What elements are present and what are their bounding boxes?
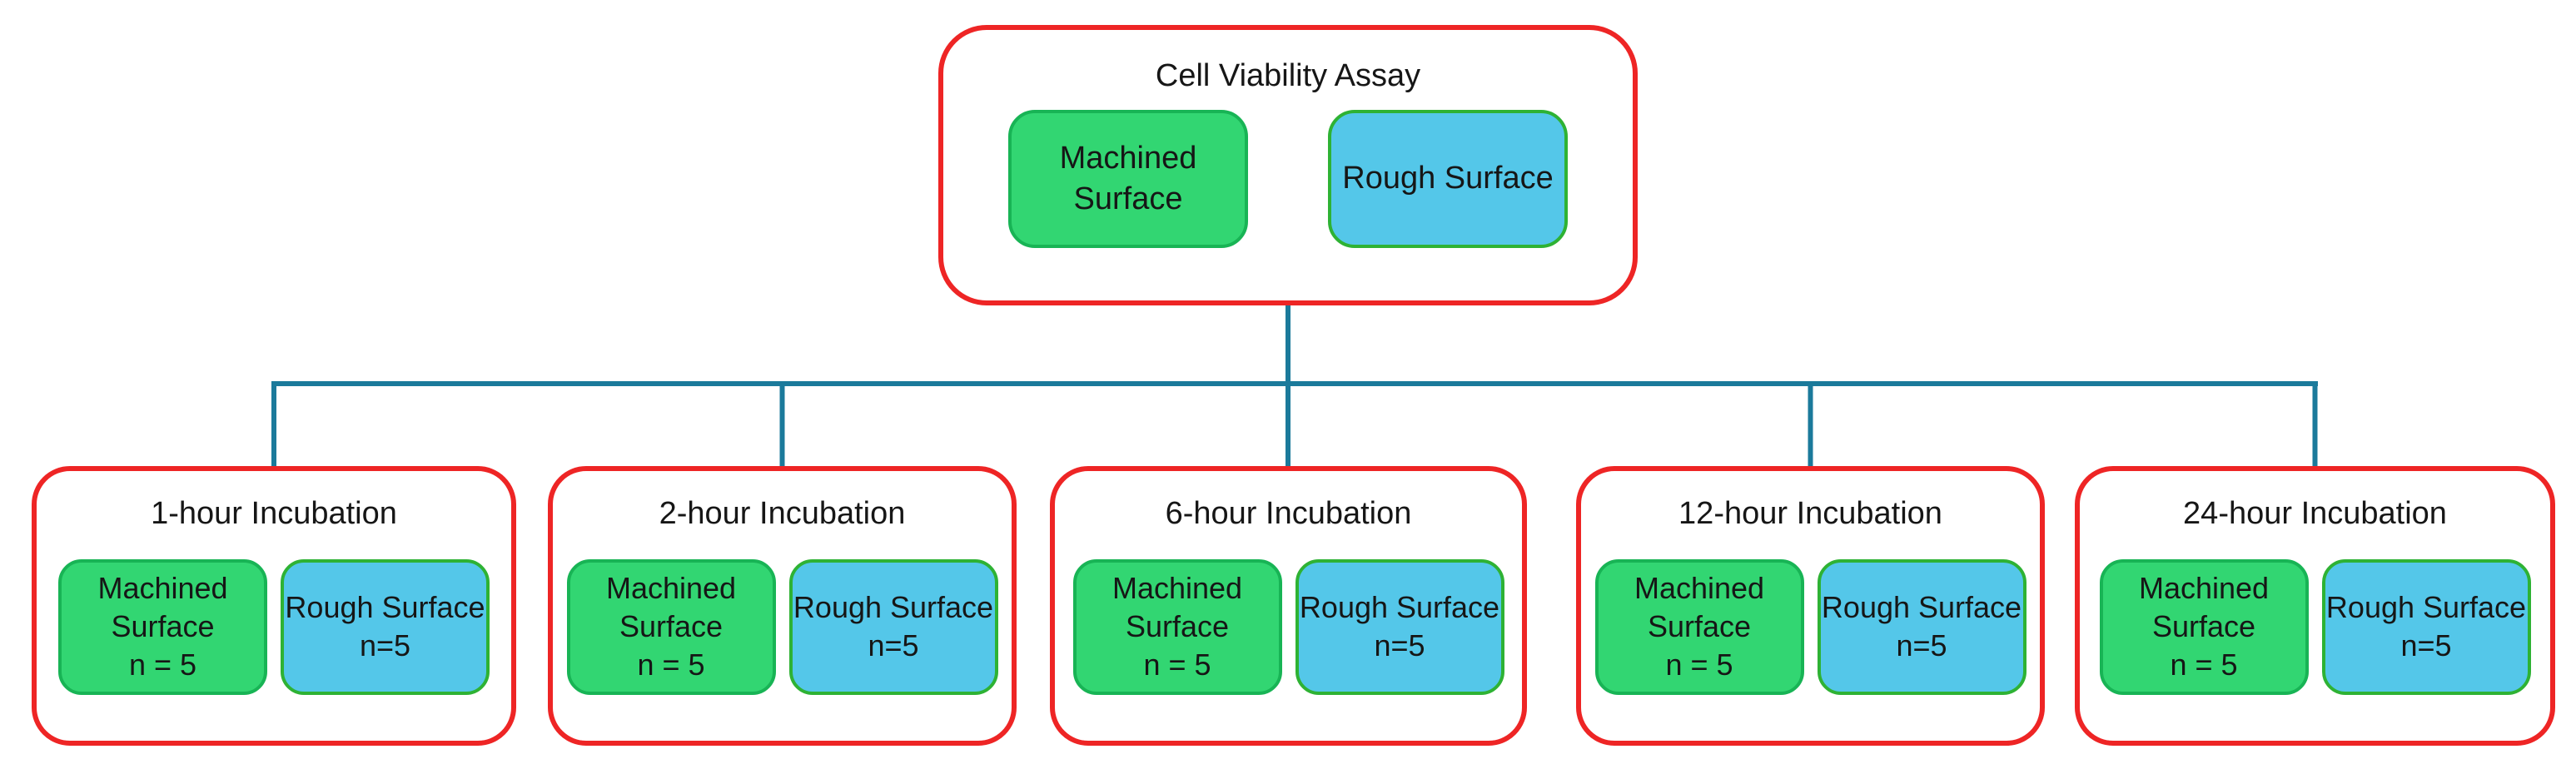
rough-surface-box: Rough Surface n=5 (281, 558, 490, 695)
rough-n-label: n=5 (359, 628, 411, 662)
branch-title: 24-hour Incubation (2183, 496, 2447, 531)
rough-surface-box: Rough Surface n=5 (1817, 558, 2026, 695)
branch-card-6-hour: 6-hour Incubation Machined Surface n = 5… (1050, 466, 1527, 746)
root-rough-surface-box: Rough Surface (1328, 109, 1568, 248)
root-surface-pair: Machined Surface Rough Surface (1008, 109, 1568, 248)
branch-card-1-hour: 1-hour Incubation Machined Surface n = 5… (32, 466, 516, 746)
rough-surface-box: Rough Surface n=5 (1295, 558, 1504, 695)
machined-n-label: n = 5 (1665, 647, 1733, 682)
rough-surface-box: Rough Surface n=5 (788, 558, 998, 695)
branch-surface-pair: Machined Surface n = 5 Rough Surface n=5 (1072, 558, 1504, 695)
rough-n-label: n=5 (1896, 628, 1947, 662)
machined-n-label: n = 5 (2170, 647, 2238, 682)
branch-surface-pair: Machined Surface n = 5 Rough Surface n=5 (566, 558, 998, 695)
branch-title: 2-hour Incubation (659, 496, 906, 531)
rough-surface-label: Rough Surface (793, 589, 994, 624)
rough-surface-label: Rough Surface (1821, 589, 2022, 624)
branch-surface-pair: Machined Surface n = 5 Rough Surface n=5 (1594, 558, 2026, 695)
root-card-title: Cell Viability Assay (1155, 58, 1421, 93)
machined-surface-label: Machined Surface (1634, 570, 1765, 643)
root-machined-surface-box: Machined Surface (1008, 109, 1248, 248)
root-machined-surface-label: Machined Surface (1059, 140, 1197, 216)
branch-card-24-hour: 24-hour Incubation Machined Surface n = … (2075, 466, 2555, 746)
machined-surface-box: Machined Surface n = 5 (1072, 558, 1282, 695)
machined-n-label: n = 5 (637, 647, 705, 682)
machined-surface-label: Machined Surface (2138, 570, 2270, 643)
machined-surface-box: Machined Surface n = 5 (2099, 558, 2309, 695)
rough-n-label: n=5 (1374, 628, 1425, 662)
machined-surface-box: Machined Surface n = 5 (566, 558, 776, 695)
machined-surface-label: Machined Surface (97, 570, 228, 643)
branch-title: 6-hour Incubation (1165, 496, 1412, 531)
rough-surface-label: Rough Surface (285, 589, 485, 624)
rough-n-label: n=5 (2400, 628, 2452, 662)
machined-n-label: n = 5 (1143, 647, 1211, 682)
branch-card-12-hour: 12-hour Incubation Machined Surface n = … (1576, 466, 2045, 746)
rough-n-label: n=5 (868, 628, 919, 662)
root-card-cell-viability-assay: Cell Viability Assay Machined Surface Ro… (938, 25, 1638, 305)
machined-n-label: n = 5 (128, 647, 197, 682)
branch-title: 12-hour Incubation (1678, 496, 1942, 531)
branch-surface-pair: Machined Surface n = 5 Rough Surface n=5 (58, 558, 490, 695)
rough-surface-label: Rough Surface (2325, 589, 2527, 624)
machined-surface-label: Machined Surface (1111, 570, 1243, 643)
root-rough-surface-label: Rough Surface (1342, 161, 1554, 196)
branch-card-2-hour: 2-hour Incubation Machined Surface n = 5… (548, 466, 1017, 746)
machined-surface-box: Machined Surface n = 5 (1594, 558, 1804, 695)
machined-surface-box: Machined Surface n = 5 (58, 558, 267, 695)
branch-surface-pair: Machined Surface n = 5 Rough Surface n=5 (2099, 558, 2531, 695)
rough-surface-box: Rough Surface n=5 (2321, 558, 2531, 695)
machined-surface-label: Machined Surface (605, 570, 737, 643)
rough-surface-label: Rough Surface (1299, 589, 1500, 624)
branch-title: 1-hour Incubation (151, 496, 397, 531)
